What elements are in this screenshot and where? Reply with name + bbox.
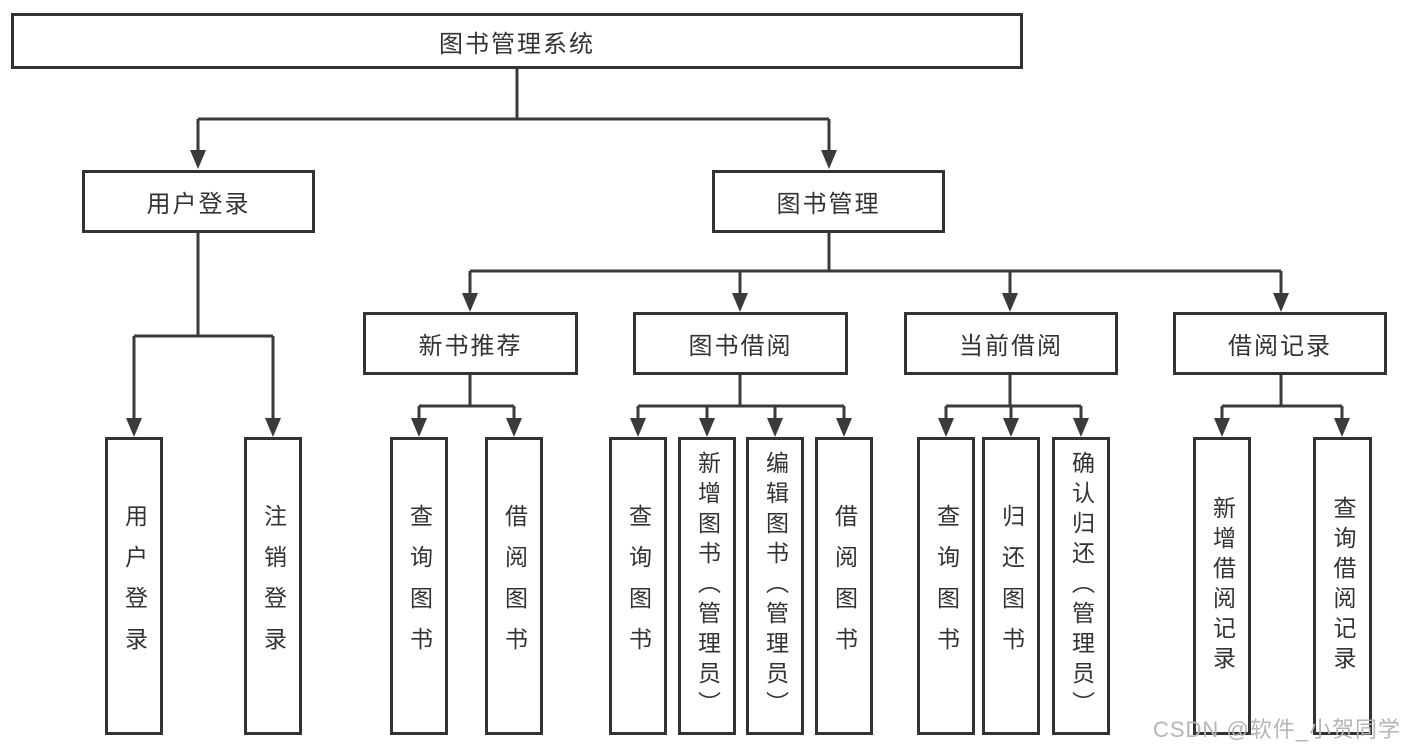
connector-current-to-children (944, 375, 1083, 422)
arrowhead (1073, 418, 1089, 437)
connector-borrowing-to-children (636, 375, 846, 422)
leaf-recommend-query-books: 查询图书 (390, 437, 448, 735)
arrowhead (126, 418, 142, 437)
arrowhead (1003, 418, 1019, 437)
connector-paths (132, 69, 1344, 422)
leaf-user-login: 用户登录 (105, 437, 163, 735)
arrowhead (699, 418, 715, 437)
node-book-borrowing: 图书借阅 (633, 312, 848, 375)
leaf-recommend-borrow-books: 借阅图书 (485, 437, 543, 735)
leaf-add-borrow-record: 新增借阅记录 (1193, 437, 1251, 735)
arrowhead (1214, 418, 1230, 437)
arrowhead (767, 418, 783, 437)
leaf-current-query-books: 查询图书 (917, 437, 975, 735)
arrowhead (462, 293, 478, 312)
leaf-borrowing-query-books: 查询图书 (609, 437, 667, 735)
leaf-logout: 注销登录 (244, 437, 302, 735)
arrowhead (506, 418, 522, 437)
connector-root-to-level2 (196, 69, 831, 154)
node-root: 图书管理系统 (11, 13, 1023, 69)
leaf-add-books-admin: 新增图书（管理员） (678, 437, 736, 735)
arrowhead (190, 150, 206, 169)
arrowhead (1273, 293, 1289, 312)
arrowhead (938, 418, 954, 437)
connector-book-mgmt-to-level3 (468, 233, 1283, 296)
arrowheads (126, 150, 1350, 437)
connector-recommend-to-children (417, 375, 516, 422)
leaf-return-books: 归还图书 (982, 437, 1040, 735)
node-current-borrowing: 当前借阅 (904, 312, 1118, 375)
node-user-login: 用户登录 (82, 170, 315, 233)
arrowhead (732, 293, 748, 312)
connector-records-to-children (1220, 375, 1344, 422)
leaf-borrowing-borrow-books: 借阅图书 (815, 437, 873, 735)
leaf-query-borrow-record: 查询借阅记录 (1313, 437, 1372, 735)
node-book-management: 图书管理 (712, 170, 945, 233)
arrowhead (1002, 293, 1018, 312)
node-borrowing-records: 借阅记录 (1173, 312, 1387, 375)
arrowhead (836, 418, 852, 437)
arrowhead (630, 418, 646, 437)
connector-user-login-to-children (132, 233, 275, 422)
arrowhead (821, 150, 837, 169)
node-new-book-recommend: 新书推荐 (363, 312, 578, 375)
arrowhead (411, 418, 427, 437)
arrowhead (265, 418, 281, 437)
leaf-confirm-return-admin: 确认归还（管理员） (1052, 437, 1110, 735)
watermark: CSDN @软件_小贺同学 (1152, 717, 1401, 742)
arrowhead (1334, 418, 1350, 437)
leaf-edit-books-admin: 编辑图书（管理员） (746, 437, 804, 735)
